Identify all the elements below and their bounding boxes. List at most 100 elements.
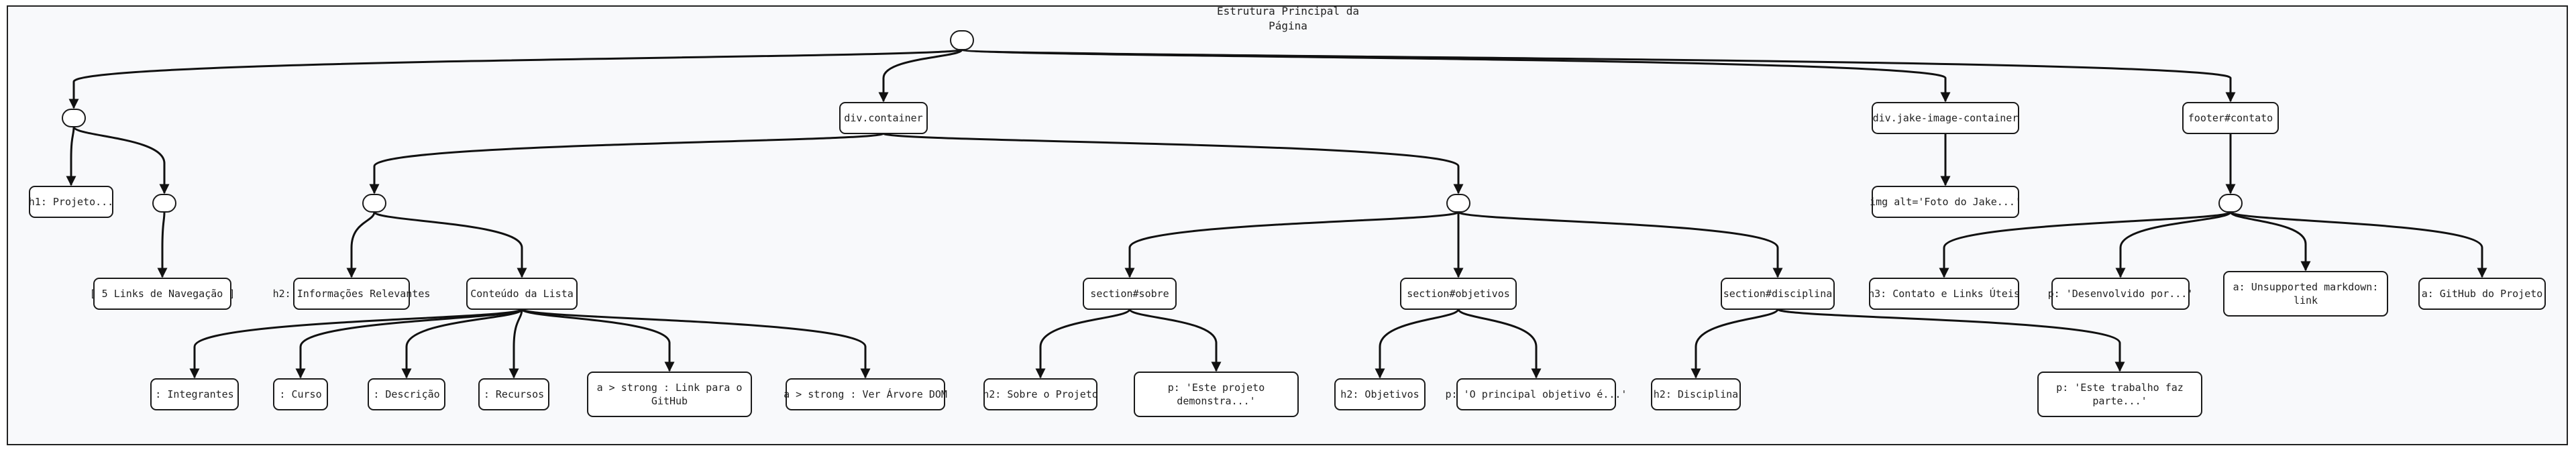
edge-lista-to-curso — [295, 308, 523, 379]
node-box — [150, 378, 239, 410]
node-footer-group — [2218, 194, 2243, 213]
node-h1: h1: Projeto... — [29, 186, 113, 218]
node-ver-arvore: a > strong : Ver Árvore DOM — [784, 378, 947, 410]
node-label: section#sobre — [1090, 288, 1169, 300]
node-box — [293, 278, 410, 310]
node-label: h2: Informações Relevantes — [273, 288, 431, 300]
edge-root-to-container — [878, 48, 963, 103]
node-box — [368, 378, 445, 410]
node-box — [1134, 372, 1299, 417]
node-root — [950, 30, 974, 50]
node-box — [2051, 278, 2190, 310]
node-integrantes: : Integrantes — [150, 378, 239, 410]
node-box — [1872, 102, 2019, 134]
edges-layer — [66, 48, 2487, 379]
node-box — [2182, 102, 2279, 134]
node-box — [1334, 378, 1426, 410]
node-box — [152, 194, 176, 213]
node-label: p: 'O principal objetivo é...' — [1446, 388, 1627, 400]
node-box — [587, 372, 752, 417]
node-h3-contato: h3: Contato e Links Úteis — [1868, 278, 2020, 310]
title-line: Estrutura Principal da — [1217, 5, 1359, 17]
node-box — [362, 194, 386, 213]
node-label: Conteúdo da Lista — [470, 288, 574, 300]
edge-root-to-header_group — [68, 48, 963, 109]
edge-disciplina-to-p_disc — [1776, 308, 2125, 372]
node-label: div.jake-image-container — [1873, 112, 2019, 124]
node-label: div.container — [844, 112, 922, 124]
node-header-group — [62, 109, 86, 127]
edge-container-to-sections_group — [882, 132, 1464, 194]
node-label: footer#contato — [2188, 112, 2273, 124]
node-box — [2418, 278, 2546, 310]
edge-root-to-footer — [961, 48, 2236, 103]
node-img: img alt='Foto do Jake...' — [1870, 186, 2021, 218]
node-box — [1446, 194, 1470, 213]
node-box — [1872, 186, 2019, 218]
node-label: a: Unsupported markdown: — [2233, 281, 2379, 293]
edge-header_group-to-h1 — [66, 126, 76, 186]
edge-objetivos-to-p_obj — [1457, 308, 1542, 379]
edge-nav_group-to-nav_links — [157, 211, 168, 278]
node-label: : Curso — [279, 388, 321, 400]
node-box — [786, 378, 945, 410]
node-descricao: : Descrição — [368, 378, 445, 410]
edge-lista-to-recursos — [508, 308, 523, 379]
node-lista: Conteúdo da Lista — [466, 278, 578, 310]
node-h2-obj: h2: Objetivos — [1334, 378, 1426, 410]
edge-sobre-to-h2_sobre — [1035, 308, 1131, 379]
node-label: p: 'Desenvolvido por...' — [2048, 288, 2194, 300]
node-disciplina: section#disciplina — [1721, 278, 1835, 310]
node-box — [29, 186, 113, 218]
node-sobre: section#sobre — [1083, 278, 1177, 310]
node-box — [2218, 194, 2243, 213]
node-box — [983, 378, 1097, 410]
node-label: h2: Disciplina — [1654, 388, 1738, 400]
edge-sections_group-to-sobre — [1124, 211, 1460, 278]
node-box — [1456, 378, 1616, 410]
node-label: p: 'Este projeto — [1168, 382, 1265, 394]
node-recursos: : Recursos — [478, 378, 549, 410]
node-p-obj: p: 'O principal objetivo é...' — [1446, 378, 1627, 410]
edge-footer_group-to-p_dev — [2115, 211, 2232, 278]
node-box — [1721, 278, 1835, 310]
node-box — [62, 109, 86, 127]
edge-container_left-to-h2_info — [346, 211, 376, 278]
node-box — [478, 378, 549, 410]
edge-footer_group-to-h3_contato — [1939, 211, 2232, 278]
node-label: h2: Objetivos — [1340, 388, 1419, 400]
edge-lista-to-ver_arvore — [521, 308, 871, 379]
node-box — [2037, 372, 2202, 417]
node-h2-disc: h2: Disciplina — [1651, 378, 1741, 410]
edge-sobre-to-p_sobre — [1128, 308, 1222, 372]
node-box — [1083, 278, 1177, 310]
node-nav-links: [ 5 Links de Navegação ] — [90, 278, 235, 310]
node-label: a > strong : Ver Árvore DOM — [784, 388, 947, 400]
edge-disciplina-to-h2_disc — [1690, 308, 1779, 379]
node-label: : Descrição — [373, 388, 439, 400]
node-h2-sobre: h2: Sobre o Projeto — [983, 378, 1098, 410]
node-label: h3: Contato e Links Úteis — [1868, 287, 2020, 300]
node-label: section#disciplina — [1723, 288, 1833, 300]
node-box — [93, 278, 231, 310]
node-label: h2: Sobre o Projeto — [983, 388, 1098, 400]
node-footer: footer#contato — [2182, 102, 2279, 134]
node-label: demonstra...' — [1177, 395, 1255, 407]
node-h2-info: h2: Informações Relevantes — [273, 278, 431, 310]
edge-objetivos-to-h2_obj — [1375, 308, 1460, 379]
node-jake: div.jake-image-container — [1872, 102, 2019, 134]
node-label: GitHub — [651, 395, 688, 407]
node-curso: : Curso — [273, 378, 328, 410]
nodes-layer: h1: Projeto... [ 5 Links de Navegação ] di… — [29, 30, 2546, 417]
edge-header_group-to-nav_group — [72, 126, 170, 194]
node-label: : Integrantes — [155, 388, 233, 400]
node-label: [ 5 Links de Navegação ] — [90, 288, 235, 300]
node-container-left — [362, 194, 386, 213]
node-label: h1: Projeto... — [29, 196, 113, 208]
node-p-dev: p: 'Desenvolvido por...' — [2048, 278, 2194, 310]
edge-container-to-container_left — [369, 132, 885, 194]
node-box — [839, 102, 928, 134]
